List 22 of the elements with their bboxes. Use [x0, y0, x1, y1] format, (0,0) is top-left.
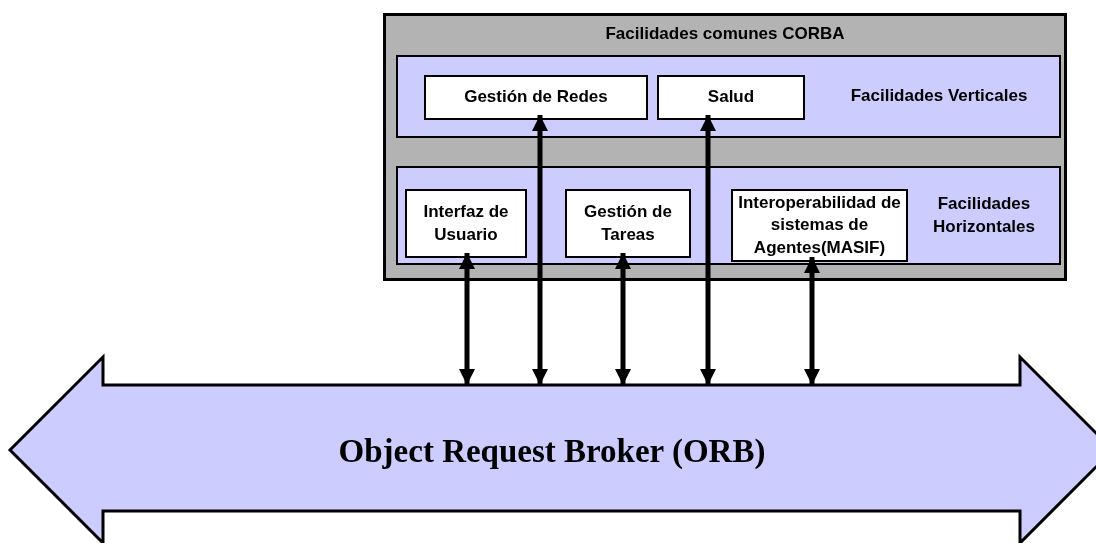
- facility-box: [405, 189, 527, 258]
- facility-box: [424, 75, 648, 120]
- box-label: Gestión de Redes: [464, 86, 608, 109]
- category-band: [396, 166, 1061, 265]
- band-label: Facilidades Verticales: [849, 85, 1029, 108]
- box-label: Salud: [707, 86, 755, 109]
- box-label: Interfaz de Usuario: [422, 201, 510, 246]
- bus-label: Object Request Broker (ORB): [337, 432, 767, 471]
- group-panel: [383, 13, 1067, 281]
- box-label: Interoperabilidad de sistemas de Agentes(MASIF): [737, 192, 902, 259]
- facility-box: [565, 189, 691, 258]
- double-arrow: [532, 115, 548, 385]
- double-arrow: [459, 253, 475, 385]
- panel-title: Facilidades comunes CORBA: [604, 23, 846, 45]
- band-label: Facilidades Horizontales: [932, 192, 1036, 238]
- double-arrow: [804, 257, 820, 385]
- facility-box: [657, 75, 805, 120]
- category-band: [396, 55, 1061, 138]
- double-arrow: [700, 115, 716, 385]
- bus-arrow-shape: [10, 355, 1094, 543]
- box-label: Gestión de Tareas: [583, 201, 673, 246]
- double-arrow: [615, 253, 631, 385]
